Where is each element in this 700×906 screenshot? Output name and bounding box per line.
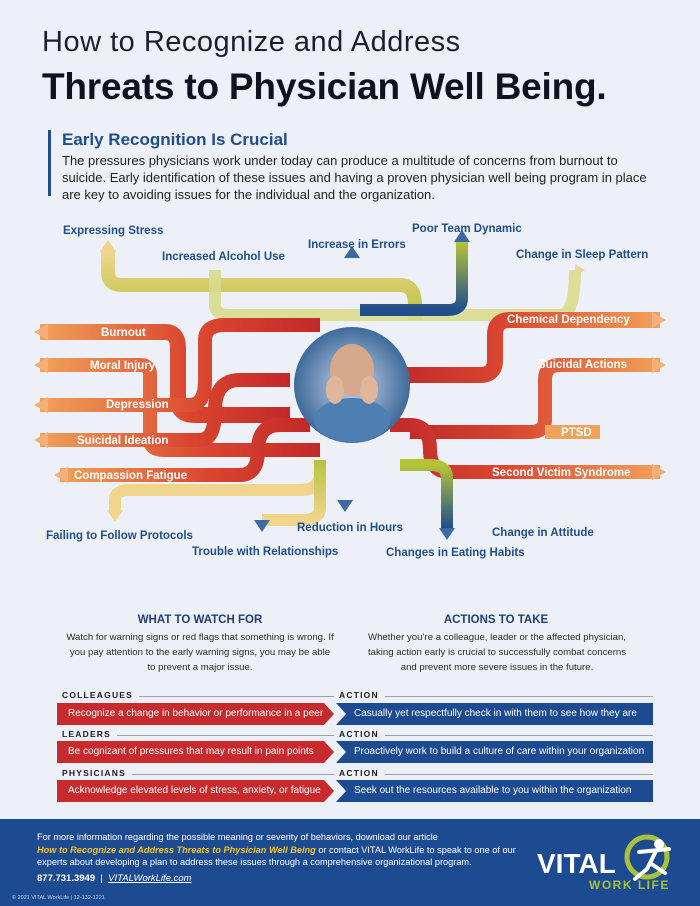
center-image [294, 327, 410, 443]
watch-body: Watch for warning signs or red flags tha… [66, 632, 334, 673]
label-poor-team-dynamic: Poor Team Dynamic [412, 223, 522, 235]
watch-bar: Recognize a change in behavior or perfor… [57, 703, 334, 725]
watch-bar: Acknowledge elevated levels of stress, a… [57, 780, 334, 802]
article-link[interactable]: How to Recognize and Address Threats to … [37, 844, 316, 855]
label-ptsd: PTSD [561, 427, 592, 439]
intro-heading: Early Recognition Is Crucial [62, 130, 288, 149]
actions-heading: ACTIONS TO TAKE [443, 614, 549, 626]
arrow-heads [34, 230, 666, 540]
row-tag: COLLEAGUES [57, 690, 140, 700]
label-suicidal-ideation: Suicidal Ideation [77, 435, 168, 447]
footer: For more information regarding the possi… [0, 819, 700, 906]
footer-text-after: or contact VITAL WorkLife to speak to on… [37, 844, 516, 868]
label-expressing-stress: Expressing Stress [63, 225, 163, 237]
vital-worklife-logo: VITAL WORK LIFE [537, 834, 671, 892]
label-chemical-dependency: Chemical Dependency [507, 314, 630, 326]
logo-word-worklife: WORK LIFE [589, 878, 670, 892]
label-increase-in-errors: Increase in Errors [308, 239, 406, 251]
copyright: © 2021 VITAL WorkLife | 12-132-1221 [12, 895, 105, 901]
actions-body: Whether you’re a colleague, leader or th… [367, 632, 627, 673]
logo-word-vital: VITAL [537, 848, 616, 879]
label-trouble-with-relationships: Trouble with Relationships [192, 546, 338, 558]
logo-ring [624, 834, 670, 880]
row-tag: LEADERS [57, 729, 118, 739]
label-reduction-in-hours: Reduction in Hours [297, 522, 403, 534]
label-failing-to-follow-protocols: Failing to Follow Protocols [46, 530, 193, 542]
action-tag: ACTION [334, 690, 385, 700]
row-tag: PHYSICIANS [57, 768, 132, 778]
contact-separator: | [100, 873, 103, 884]
title-line-1: How to Recognize and Address [42, 26, 461, 58]
label-change-in-attitude: Change in Attitude [492, 527, 594, 539]
watch-heading: WHAT TO WATCH FOR [137, 614, 263, 626]
label-second-victim-syndrome: Second Victim Syndrome [492, 467, 630, 479]
label-burnout: Burnout [101, 327, 146, 339]
label-changes-in-eating-habits: Changes in Eating Habits [386, 547, 525, 559]
action-bar: Proactively work to build a culture of c… [336, 741, 653, 763]
website-link[interactable]: VITALWorkLife.com [108, 873, 192, 884]
phone-number[interactable]: 877.731.3949 [37, 873, 96, 884]
footer-text: For more information regarding the possi… [37, 831, 517, 869]
action-bar: Casually yet respectfully check in with … [336, 703, 653, 725]
label-suicidal-actions: Suicidal Actions [538, 359, 627, 371]
action-bar: Seek out the resources available to you … [336, 780, 653, 802]
person-icon [633, 839, 671, 881]
label-moral-injury: Moral Injury [90, 360, 156, 372]
intro-body: The pressures physicians work under toda… [62, 153, 647, 202]
label-compassion-fatigue: Compassion Fatigue [74, 470, 187, 482]
action-tag: ACTION [334, 768, 385, 778]
watch-bar: Be cognizant of pressures that may resul… [57, 741, 334, 763]
flow-ribbons [40, 242, 660, 528]
label-depression: Depression [106, 399, 169, 411]
threats-flow-diagram: Expressing Stress Increased Alcohol Use … [34, 223, 666, 559]
label-increased-alcohol-use: Increased Alcohol Use [162, 251, 285, 263]
footer-contact: 877.731.3949 | VITALWorkLife.com [37, 873, 192, 884]
action-tag: ACTION [334, 729, 385, 739]
map-labels: Expressing Stress Increased Alcohol Use … [46, 223, 648, 559]
intro-accent-bar [48, 130, 51, 196]
footer-text-before: For more information regarding the possi… [37, 832, 438, 842]
label-change-in-sleep-pattern: Change in Sleep Pattern [516, 249, 648, 261]
title-line-2: Threats to Physician Well Being. [42, 66, 607, 107]
